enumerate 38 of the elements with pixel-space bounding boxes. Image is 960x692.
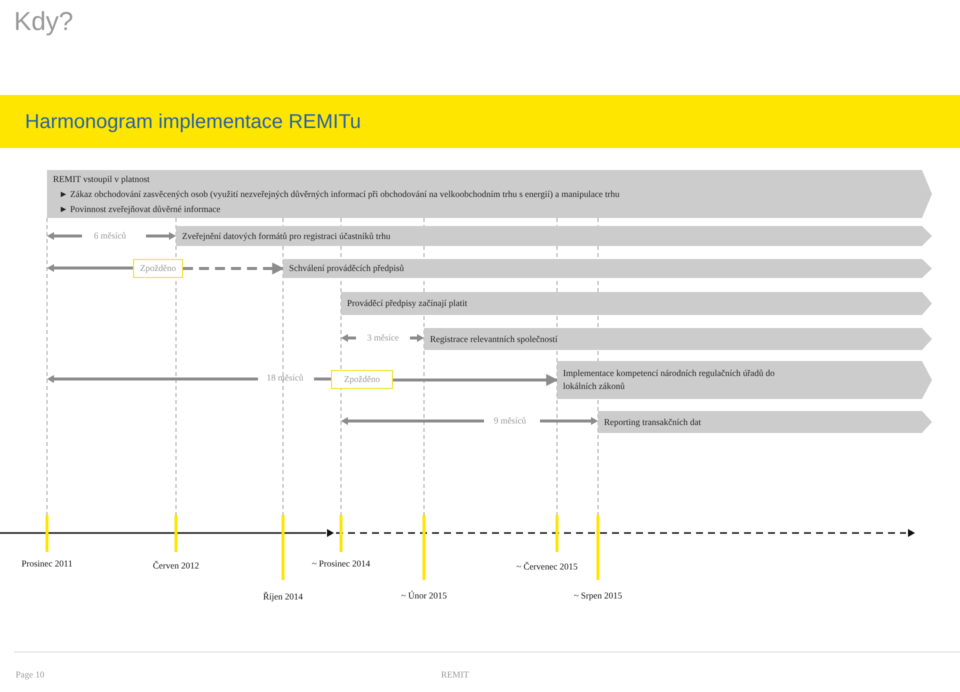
date-label: Červen 2012 [152, 559, 200, 572]
timeline-bar [47, 170, 932, 218]
footer-text: REMIT [441, 668, 469, 682]
arrow [183, 262, 284, 274]
title-banner [0, 95, 960, 148]
arrow [393, 374, 558, 386]
bar-text: Prováděcí předpisy začínají platit [347, 297, 468, 310]
date-label: Říjen 2014 [263, 590, 303, 604]
timeline-bar [176, 226, 932, 246]
date-label: ~ Červenec 2015 [516, 560, 578, 574]
bar-heading: REMIT vstoupil v platnost [53, 172, 151, 186]
banner-heading: Harmonogram implementace REMITu [25, 110, 362, 134]
bar-text: Registrace relevantních společností [430, 332, 558, 346]
bar-text: ► Povinnost zveřejňovat důvěrné informace [58, 202, 222, 216]
page-number: Page 10 [16, 668, 44, 682]
delay-text: Zpožděno [140, 262, 176, 275]
timeline-bar [557, 361, 932, 399]
delay-text: Zpožděno [344, 372, 380, 386]
bar-text: Schválení prováděcích předpisů [289, 262, 405, 275]
timeline-bar [341, 292, 932, 315]
duration-label: 6 měsíců [94, 229, 126, 242]
timeline-bar [424, 328, 932, 350]
delay-box [133, 259, 183, 278]
timeline-bar [283, 259, 932, 278]
bar-text: Zveřejnění datových formátů pro registraci účastníků trhu [182, 230, 392, 242]
date-label: Prosinec 2011 [22, 557, 72, 570]
delay-box [331, 370, 393, 389]
duration-label: 9 měsíců [494, 414, 526, 428]
date-label: ~ Únor 2015 [401, 589, 447, 602]
date-label: ~ Srpen 2015 [574, 589, 622, 602]
bar-text: Implementace kompetencí národních regulačních úřadů do lokálních zákonů [563, 367, 776, 393]
bar-text: Reporting transakčních dat [604, 416, 702, 428]
duration-label: 18 měsíců [266, 371, 304, 384]
timeline-bar [598, 411, 932, 433]
date-label: ~ Prosinec 2014 [312, 557, 370, 570]
page-title: Kdy? [14, 5, 74, 38]
bar-text: ► Zákaz obchodování zasvěcených osob (využití nezveřejných důvěrných informací při obchodování na velkoobchodním trhu s energií) a manipulace trhu [58, 188, 621, 200]
duration-label: 3 měsíce [367, 331, 399, 344]
